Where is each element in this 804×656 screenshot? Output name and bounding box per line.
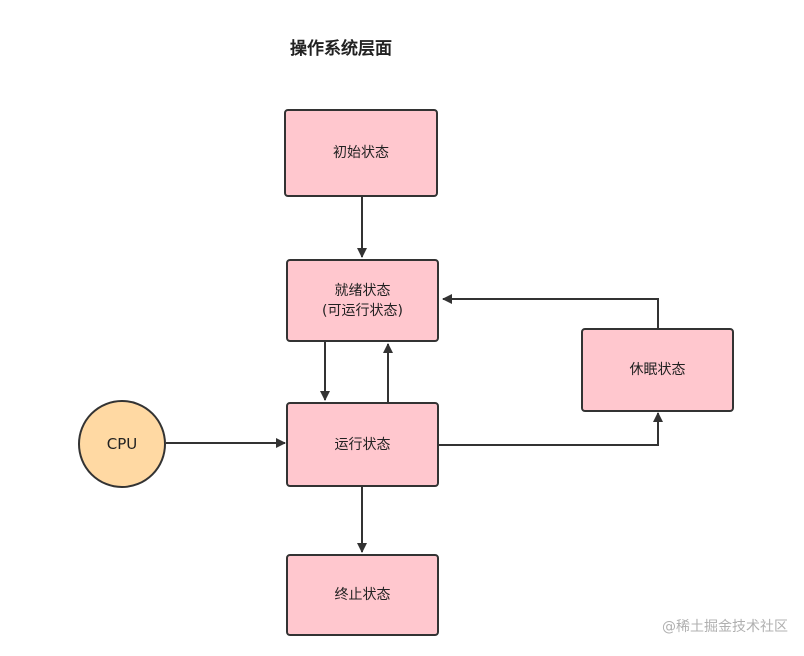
- edge-sleep-to-ready: [442, 294, 659, 328]
- state-sleep: 休眠状态: [581, 328, 734, 412]
- cpu-label: CPU: [106, 435, 138, 453]
- state-ready-sublabel: (可运行状态): [322, 302, 403, 319]
- cpu-node: CPU: [78, 400, 166, 488]
- state-initial-label: 初始状态: [333, 145, 389, 161]
- edge-running-to-sleep: [439, 412, 663, 446]
- state-running: 运行状态: [286, 402, 439, 487]
- state-sleep-label: 休眠状态: [629, 362, 686, 378]
- state-ready: 就绪状态 (可运行状态): [286, 259, 439, 342]
- state-terminated: 终止状态: [286, 554, 439, 636]
- watermark: @稀土掘金技术社区: [662, 619, 788, 635]
- state-ready-label: 就绪状态: [334, 282, 391, 299]
- state-terminated-label: 终止状态: [334, 587, 391, 603]
- state-initial: 初始状态: [284, 109, 438, 197]
- state-running-label: 运行状态: [334, 436, 391, 453]
- diagram-title: 操作系统层面: [290, 39, 392, 59]
